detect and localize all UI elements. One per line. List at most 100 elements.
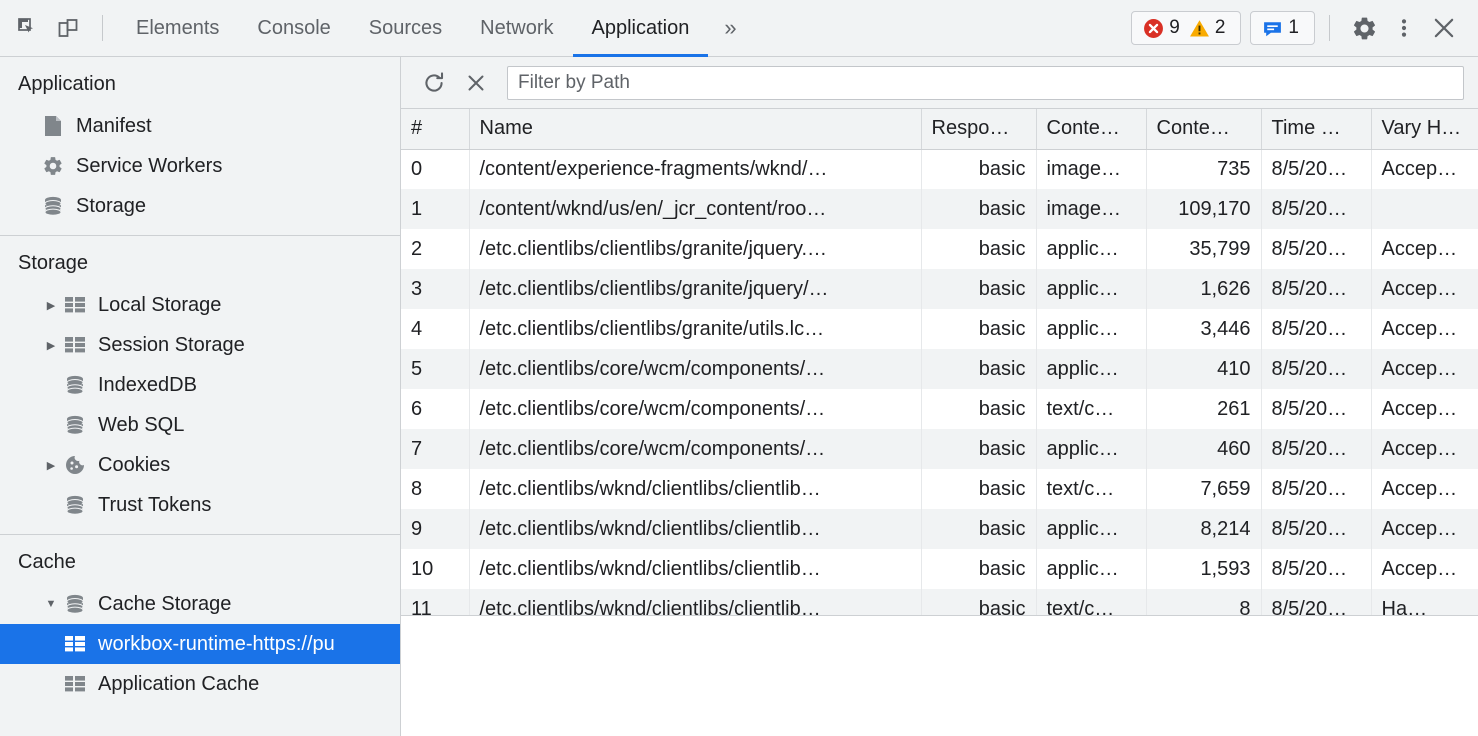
close-icon[interactable] [1424,8,1464,48]
table-row[interactable]: 10/etc.clientlibs/wknd/clientlibs/client… [401,549,1478,589]
cell-name: /etc.clientlibs/core/wcm/components/… [469,429,921,469]
tab-console[interactable]: Console [238,0,349,57]
cell-time_cached: 8/5/20… [1261,149,1371,189]
tab-sources[interactable]: Sources [350,0,461,57]
table-row[interactable]: 6/etc.clientlibs/core/wcm/components/…ba… [401,389,1478,429]
cell-content_length: 35,799 [1146,229,1261,269]
inspect-element-icon[interactable] [8,8,48,48]
cache-entries-grid[interactable]: # Name Respo… Conte… Conte… Time … Vary … [401,109,1478,616]
column-header-vary-header[interactable]: Vary H… [1371,109,1478,149]
table-row[interactable]: 8/etc.clientlibs/wknd/clientlibs/clientl… [401,469,1478,509]
sidebar-item-workbox-runtime-cache[interactable]: workbox-runtime-https://pu [0,624,400,664]
sidebar-item-web-sql[interactable]: ▶ Web SQL [0,405,400,445]
cell-index: 2 [401,229,469,269]
sidebar-item-application-cache[interactable]: Application Cache [0,664,400,704]
cell-content_length: 410 [1146,349,1261,389]
sidebar-item-storage-label: Storage [76,195,146,218]
toolbar-divider-right [1329,15,1330,41]
cell-index: 3 [401,269,469,309]
sidebar-item-manifest[interactable]: Manifest [0,106,400,146]
cell-vary_header [1371,189,1478,229]
delete-close-icon[interactable] [455,62,497,104]
device-toolbar-icon[interactable] [48,8,88,48]
table-row[interactable]: 2/etc.clientlibs/clientlibs/granite/jque… [401,229,1478,269]
sidebar-item-local-storage[interactable]: ▶ Local Storage [0,285,400,325]
cell-response_type: basic [921,589,1036,616]
sidebar-item-web-sql-label: Web SQL [98,414,184,437]
column-header-index[interactable]: # [401,109,469,149]
tab-network[interactable]: Network [461,0,572,57]
tab-application[interactable]: Application [573,0,709,57]
sidebar-item-trust-tokens[interactable]: ▶ Trust Tokens [0,485,400,525]
sidebar-item-local-storage-label: Local Storage [98,294,221,317]
chevron-right-icon[interactable]: ▶ [40,299,62,312]
cell-name: /etc.clientlibs/wknd/clientlibs/clientli… [469,509,921,549]
cell-vary_header: Accep… [1371,509,1478,549]
cell-response_type: basic [921,149,1036,189]
table-row[interactable]: 0/content/experience-fragments/wknd/…bas… [401,149,1478,189]
column-header-content-length[interactable]: Conte… [1146,109,1261,149]
sidebar-group-storage-title: Storage [0,236,400,285]
table-row[interactable]: 3/etc.clientlibs/clientlibs/granite/jque… [401,269,1478,309]
cell-content_type: applic… [1036,309,1146,349]
messages-counter[interactable]: 1 [1250,11,1315,45]
sidebar-item-service-workers[interactable]: Service Workers [0,146,400,186]
sidebar-item-cache-storage-label: Cache Storage [98,593,231,616]
column-header-content-type[interactable]: Conte… [1036,109,1146,149]
cell-vary_header: Accep… [1371,269,1478,309]
gear-icon[interactable] [1344,8,1384,48]
cache-storage-view: # Name Respo… Conte… Conte… Time … Vary … [401,57,1478,736]
refresh-icon[interactable] [413,62,455,104]
cell-name: /etc.clientlibs/core/wcm/components/… [469,389,921,429]
table-row[interactable]: 11/etc.clientlibs/wknd/clientlibs/client… [401,589,1478,616]
cell-vary_header: Accep… [1371,549,1478,589]
sidebar-item-indexeddb-label: IndexedDB [98,374,197,397]
tab-sources-label: Sources [369,17,442,40]
cell-content_length: 1,626 [1146,269,1261,309]
chevron-right-icon[interactable]: ▶ [40,459,62,472]
table-row[interactable]: 5/etc.clientlibs/core/wcm/components/…ba… [401,349,1478,389]
cell-index: 9 [401,509,469,549]
cell-time_cached: 8/5/20… [1261,469,1371,509]
cell-time_cached: 8/5/20… [1261,589,1371,616]
message-count: 1 [1288,17,1303,39]
tab-network-label: Network [480,17,553,40]
table-header: # Name Respo… Conte… Conte… Time … Vary … [401,109,1478,149]
cell-vary_header: Accep… [1371,229,1478,269]
cell-name: /content/wknd/us/en/_jcr_content/roo… [469,189,921,229]
filter-by-path-input[interactable] [507,66,1464,100]
cell-time_cached: 8/5/20… [1261,229,1371,269]
cell-time_cached: 8/5/20… [1261,509,1371,549]
cookie-icon [62,454,88,476]
issues-counter[interactable]: 9 2 [1131,11,1241,45]
column-header-response-type[interactable]: Respo… [921,109,1036,149]
table-row[interactable]: 4/etc.clientlibs/clientlibs/granite/util… [401,309,1478,349]
sidebar-item-indexeddb[interactable]: ▶ IndexedDB [0,365,400,405]
manifest-document-icon [40,115,66,137]
sidebar-item-storage[interactable]: Storage [0,186,400,226]
database-icon [62,414,88,436]
cell-time_cached: 8/5/20… [1261,389,1371,429]
application-sidebar[interactable]: Application Manifest Service Workers [0,57,401,736]
table-row[interactable]: 1/content/wknd/us/en/_jcr_content/roo…ba… [401,189,1478,229]
cell-content_type: applic… [1036,349,1146,389]
cell-index: 6 [401,389,469,429]
kebab-menu-icon[interactable] [1384,8,1424,48]
column-header-time-cached[interactable]: Time … [1261,109,1371,149]
chevron-down-icon[interactable]: ▼ [40,598,62,610]
table-row[interactable]: 7/etc.clientlibs/core/wcm/components/…ba… [401,429,1478,469]
sidebar-item-cookies[interactable]: ▶ Cookies [0,445,400,485]
sidebar-item-session-storage[interactable]: ▶ Session Storage [0,325,400,365]
tab-elements[interactable]: Elements [117,0,238,57]
chevron-right-icon[interactable]: ▶ [40,339,62,352]
column-header-name[interactable]: Name [469,109,921,149]
sidebar-item-cache-storage[interactable]: ▼ Cache Storage [0,584,400,624]
cell-content_length: 460 [1146,429,1261,469]
panel-tab-strip: Elements Console Sources Network Applica… [117,0,753,57]
cell-index: 4 [401,309,469,349]
table-row[interactable]: 9/etc.clientlibs/wknd/clientlibs/clientl… [401,509,1478,549]
cell-index: 0 [401,149,469,189]
cell-vary_header: Accep… [1371,429,1478,469]
more-tabs-icon[interactable]: » [708,0,752,57]
cell-name: /etc.clientlibs/wknd/clientlibs/clientli… [469,549,921,589]
